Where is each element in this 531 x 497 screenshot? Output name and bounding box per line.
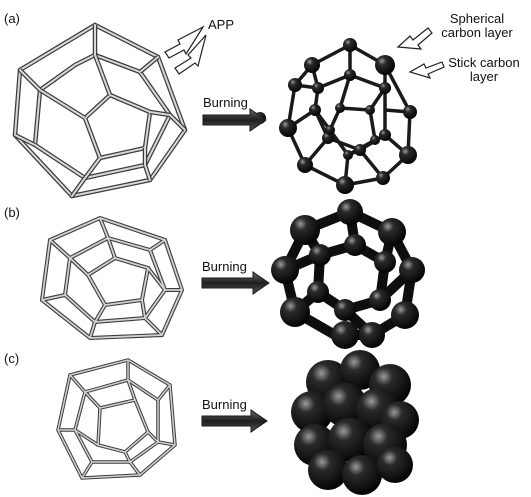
burning-label-b: Burning	[202, 259, 247, 274]
carbon-pointer-arrows	[396, 27, 445, 79]
panel-a-carbon-ballstick	[254, 38, 417, 194]
panel-a-app-frame	[12, 22, 188, 199]
spherical-carbon-annotation: Spherical carbon layer	[432, 12, 522, 40]
stick-carbon-line2: layer	[469, 69, 499, 84]
spherical-carbon-line1: Spherical	[449, 11, 505, 26]
panel-c-carbon-cluster	[291, 350, 419, 495]
panel-c-label: (c)	[4, 351, 20, 366]
app-annotation: APP	[208, 17, 235, 32]
app-frame-spokes	[13, 25, 187, 198]
app-pointer-arrows	[164, 25, 207, 75]
panel-a-label: (a)	[4, 11, 20, 26]
app-frame-outer	[12, 22, 188, 199]
stick-carbon-line1: Stick carbon	[448, 55, 520, 70]
burning-arrow-c	[201, 409, 268, 433]
burning-arrow-b	[201, 271, 270, 295]
panel-c-app-frame	[56, 358, 177, 480]
panel-b-carbon-cage	[271, 199, 425, 349]
stick-carbon-annotation: Stick carbon layer	[440, 56, 528, 84]
app-frame-center-pentagon	[82, 92, 153, 161]
burning-label-a: Burning	[203, 95, 248, 110]
panel-b-label: (b)	[4, 205, 20, 220]
panel-b-app-frame	[39, 215, 185, 341]
burning-arrow-a	[202, 108, 267, 132]
burning-label-c: Burning	[202, 397, 247, 412]
spherical-carbon-line2: carbon layer	[441, 25, 513, 40]
